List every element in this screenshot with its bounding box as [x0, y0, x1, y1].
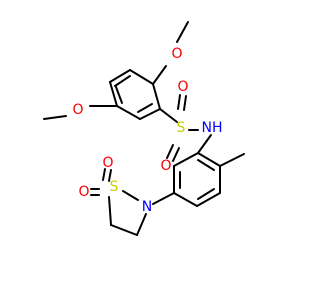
bond [197, 159, 215, 171]
bond [110, 224, 138, 236]
sulfur-atom-label: S [177, 120, 186, 136]
bonds-layer [43, 21, 245, 236]
bond [183, 95, 187, 111]
oxygen-atom-label: O [171, 46, 182, 62]
oxygen-atom-label: O [177, 79, 188, 95]
bond [176, 21, 189, 43]
bond [136, 213, 147, 236]
bond [173, 152, 199, 167]
oxygen-atom-label: O [160, 158, 171, 174]
bond [137, 103, 153, 113]
bond [108, 169, 112, 182]
bond [196, 192, 221, 207]
oxygen-atom-label: O [102, 155, 113, 171]
atom-labels-layer: O O S O O NH S O O N [72, 46, 222, 215]
bond [152, 192, 175, 205]
bond [172, 147, 180, 162]
bond [109, 81, 118, 107]
oxygen-atom-label: O [72, 102, 83, 118]
bond [197, 152, 221, 167]
bond [102, 168, 106, 181]
bond [159, 108, 178, 123]
bond [139, 108, 161, 120]
bond [152, 65, 167, 85]
bond [152, 83, 161, 110]
bond [197, 134, 212, 154]
bond [122, 190, 139, 201]
bond [219, 153, 245, 167]
bond [115, 86, 123, 104]
bond [109, 69, 131, 83]
bond [129, 69, 154, 85]
bond [108, 196, 112, 226]
bond [173, 192, 198, 207]
bond [43, 115, 67, 120]
bond [197, 188, 215, 200]
nitrogen-atom-label: NH [202, 120, 223, 136]
nitrogen-atom-label: N [142, 199, 152, 215]
bond [114, 75, 131, 87]
molecule-structure-diagram: O O S O O NH S O O N [43, 21, 245, 236]
bond [166, 144, 174, 159]
bond [177, 94, 181, 110]
sulfur-atom-label: S [110, 179, 119, 195]
bond [116, 105, 141, 120]
oxygen-atom-label: O [78, 184, 89, 200]
